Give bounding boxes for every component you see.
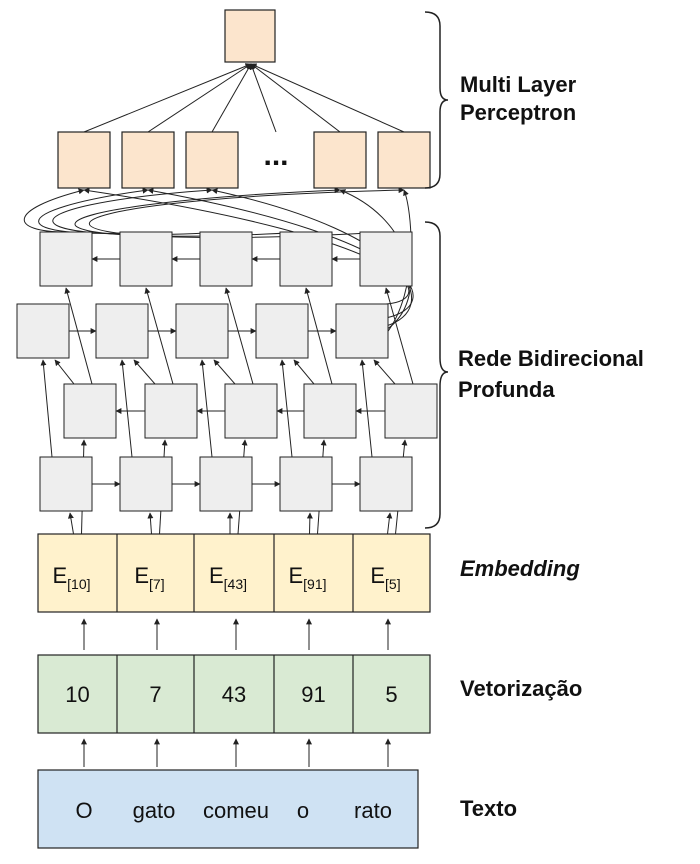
embedding-cell: E[7]	[134, 563, 164, 592]
mlp-hidden-layer	[57, 131, 431, 189]
bidirectional-rnn	[16, 231, 438, 512]
rnn-layer-4	[39, 231, 413, 287]
l2-to-l4	[304, 287, 333, 385]
vector-index: 5	[385, 682, 397, 707]
l1-to-l3	[119, 359, 133, 458]
rnn-cell	[144, 383, 198, 439]
l1-to-l3	[40, 359, 53, 458]
l2-to-l4	[64, 287, 93, 385]
rnn-cell	[119, 231, 173, 287]
rnn-cell	[63, 383, 117, 439]
rnn-to-mlp-connection	[74, 187, 341, 237]
l2-to-l4	[224, 287, 254, 385]
mlp-output-node	[224, 9, 276, 63]
embedding-cell: E[10]	[52, 563, 90, 592]
rnn-cell	[175, 303, 229, 359]
l1-to-l3	[359, 359, 373, 458]
rnn-cell	[224, 383, 278, 439]
rnn-cell	[199, 456, 253, 512]
l2-to-l4	[384, 287, 414, 385]
mlp-hidden-to-output	[211, 63, 252, 133]
l2-to-l3	[373, 359, 396, 385]
rnn-cell	[359, 231, 413, 287]
mlp-hidden-to-output	[250, 63, 405, 133]
vectorization-row: 10 7 43 91 5	[37, 654, 431, 734]
embedding-row: E[10] E[7] E[43] E[91] E[5]	[37, 533, 431, 613]
rnn-label-line1: Rede Bidirecional	[458, 346, 644, 371]
vector-index: 91	[301, 682, 325, 707]
embedding-cell: E[43]	[209, 563, 247, 592]
mlp-hidden-node	[185, 131, 239, 189]
mlp-hidden-node	[57, 131, 111, 189]
mlp-hidden-node	[377, 131, 431, 189]
mlp-hidden-to-output	[250, 63, 277, 133]
rnn-cell	[279, 231, 333, 287]
embed-to-l1	[306, 512, 313, 535]
rnn-to-mlp-connection	[23, 188, 85, 233]
embed-to-l1	[67, 512, 74, 535]
word-token: o	[297, 798, 309, 823]
mlp-hidden-node	[121, 131, 175, 189]
rnn-cell	[16, 303, 70, 359]
embed-to-l1	[147, 512, 154, 535]
word-token: O	[75, 798, 92, 823]
embedding-cell: E[91]	[288, 563, 326, 592]
word-token: gato	[133, 798, 176, 823]
mlp-label-line2: Perceptron	[460, 100, 576, 125]
vector-index: 7	[149, 682, 161, 707]
rnn-brace	[424, 221, 449, 529]
l2-to-l3	[133, 359, 156, 385]
mlp-label-line1: Multi Layer	[460, 72, 577, 97]
vector-container	[37, 654, 431, 734]
l2-to-l3	[213, 359, 236, 385]
rnn-cell	[39, 231, 93, 287]
vector-index: 43	[222, 682, 246, 707]
mlp-hidden-to-output	[147, 63, 252, 133]
l2-to-l3	[293, 359, 315, 385]
l2-to-l3	[54, 359, 75, 385]
rnn-cell	[359, 456, 413, 512]
embedding-label: Embedding	[460, 556, 580, 581]
rnn-layer-3	[16, 303, 389, 359]
rnn-cell	[255, 303, 309, 359]
mlp-ellipsis: ...	[263, 139, 288, 172]
vector-index: 10	[65, 682, 89, 707]
rnn-cell	[199, 231, 253, 287]
rnn-layer-2	[63, 383, 438, 439]
vectorization-label: Vetorização	[460, 676, 582, 701]
rnn-layer-1	[39, 456, 413, 512]
word-token: comeu	[203, 798, 269, 823]
mlp-brace	[424, 11, 449, 189]
rnn-cell	[279, 456, 333, 512]
l1-to-l3	[199, 359, 213, 458]
rnn-cell	[39, 456, 93, 512]
rnn-cell	[335, 303, 389, 359]
rnn-label-line2: Profunda	[458, 377, 555, 402]
l2-to-l4	[144, 287, 174, 385]
embedding-cell: E[5]	[370, 563, 400, 592]
rnn-cell	[384, 383, 438, 439]
mlp-hidden-node	[313, 131, 367, 189]
text-label: Texto	[460, 796, 517, 821]
rnn-cell	[119, 456, 173, 512]
embedding-container	[37, 533, 431, 613]
mlp-hidden-to-output	[83, 63, 252, 133]
word-token: rato	[354, 798, 392, 823]
text-container	[37, 769, 419, 849]
rnn-cell	[95, 303, 149, 359]
rnn-cell	[303, 383, 357, 439]
embed-to-l1	[386, 512, 393, 535]
mlp-hidden-to-output	[250, 63, 341, 133]
rnn-to-mlp-connection	[38, 187, 149, 234]
l1-to-l3	[279, 359, 293, 458]
